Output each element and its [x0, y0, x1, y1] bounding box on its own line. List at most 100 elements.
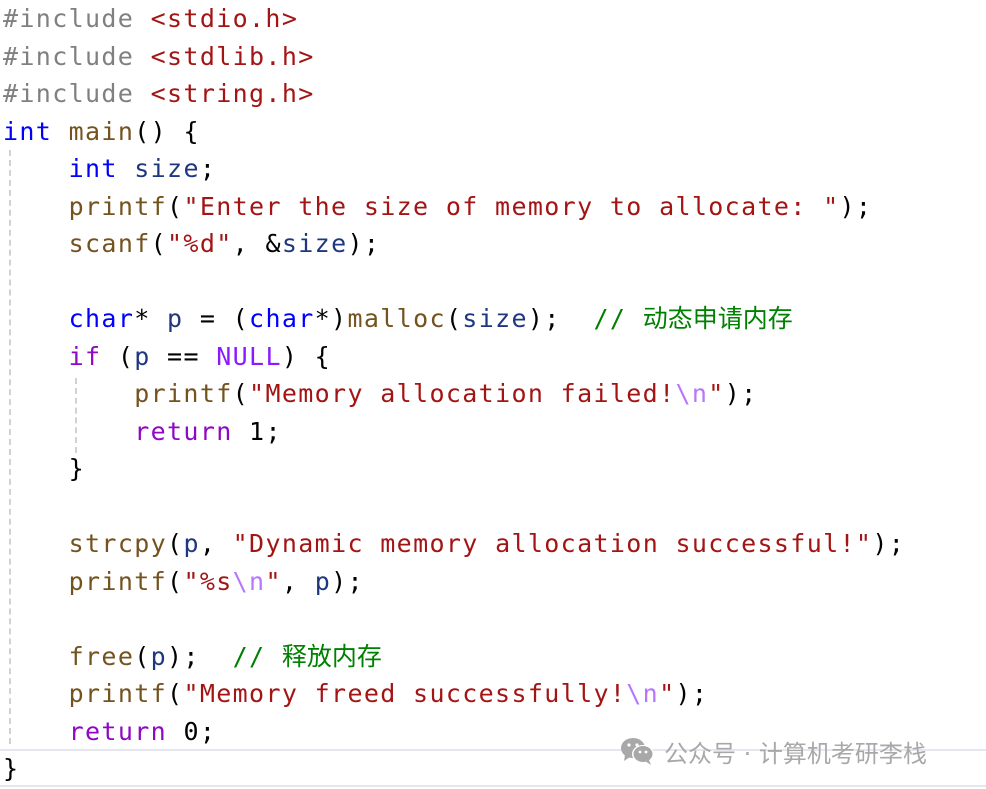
code-line[interactable]: free(p); // 释放内存: [3, 638, 382, 676]
code-token-plain: [3, 192, 69, 221]
code-line[interactable]: printf("%s\n", p);: [3, 563, 364, 601]
code-line[interactable]: }: [3, 750, 19, 788]
code-token-fn: printf: [68, 679, 168, 708]
code-token-pre: #include: [3, 79, 151, 108]
code-token-kw: char: [68, 304, 135, 333]
code-token-esc: \n: [675, 379, 709, 408]
indent-guide-inner: [75, 378, 77, 453]
code-token-kw: int: [68, 154, 118, 183]
code-line[interactable]: #include <stdlib.h>: [3, 38, 315, 76]
code-token-plain: (: [167, 566, 184, 596]
wechat-icon: [620, 736, 656, 766]
code-token-plain: [3, 154, 69, 183]
code-line[interactable]: int size;: [3, 150, 216, 188]
code-token-plain: [233, 417, 249, 446]
code-token-fn: strcpy: [68, 529, 168, 558]
code-token-ctl: if: [68, 341, 102, 371]
code-token-plain: *): [314, 304, 348, 333]
code-token-var: size: [462, 304, 528, 333]
code-line[interactable]: printf("Memory allocation failed!\n");: [3, 375, 758, 413]
code-line[interactable]: int main() {: [3, 113, 200, 151]
code-line[interactable]: #include <string.h>: [3, 75, 315, 113]
code-token-plain: (: [445, 304, 463, 333]
watermark: 公众号 · 计算机考研李栈: [620, 734, 927, 768]
code-token-plain: [3, 417, 134, 446]
code-token-var: p: [150, 641, 168, 671]
code-token-cmt: 动态申请内存: [642, 304, 793, 333]
code-token-str: "Memory freed successfully!: [183, 679, 627, 708]
code-token-num: 1: [249, 416, 266, 446]
code-token-fn: malloc: [347, 304, 446, 333]
code-token-ctl: return: [68, 716, 168, 746]
code-line[interactable]: scanf("%d", &size);: [3, 225, 380, 263]
code-token-str: ": [265, 566, 282, 596]
code-token-plain: [3, 304, 69, 333]
code-token-plain: (: [167, 679, 184, 708]
code-token-plain: }: [3, 454, 86, 483]
code-token-plain: (: [167, 191, 184, 221]
code-token-plain: ;: [265, 416, 282, 446]
code-token-fn: main: [68, 116, 135, 146]
code-token-str: ": [708, 379, 725, 408]
code-token-str: "%s: [183, 566, 233, 596]
code-token-pre: #include: [3, 41, 151, 71]
code-token-plain: [3, 717, 69, 746]
code-line[interactable]: printf("Enter the size of memory to allo…: [3, 188, 872, 226]
code-token-num: 0: [183, 716, 200, 746]
code-token-plain: ,: [281, 566, 315, 596]
code-token-fn: printf: [68, 566, 168, 596]
code-token-plain: [3, 642, 69, 671]
code-token-plain: [3, 379, 134, 408]
code-token-fn: scanf: [68, 229, 151, 258]
code-token-plain: (: [167, 529, 184, 558]
code-token-plain: [3, 679, 69, 708]
code-line[interactable]: strcpy(p, "Dynamic memory allocation suc…: [3, 525, 905, 563]
code-token-plain: ;: [199, 716, 217, 746]
code-token-inc: <stdlib.h>: [150, 41, 315, 71]
code-token-plain: );: [347, 229, 381, 258]
code-line[interactable]: char* p = (char*)malloc(size); // 动态申请内存: [3, 300, 793, 338]
code-token-str: "%d": [167, 229, 233, 258]
code-token-plain: );: [724, 379, 758, 408]
code-token-plain: );: [675, 679, 709, 708]
code-token-pre: #include: [3, 4, 151, 33]
code-token-inc: <string.h>: [150, 79, 315, 108]
code-token-var: p: [167, 304, 184, 333]
code-token-plain: );: [167, 641, 233, 671]
code-token-plain: ;: [199, 154, 217, 183]
code-token-plain: (: [134, 641, 151, 671]
code-token-plain: (: [101, 341, 135, 371]
code-token-str: "Enter the size of memory to allocate: ": [183, 191, 840, 221]
code-token-plain: ) {: [281, 341, 332, 371]
code-token-plain: }: [3, 754, 20, 783]
code-token-plain: [3, 529, 69, 558]
code-line[interactable]: printf("Memory freed successfully!\n");: [3, 675, 708, 713]
code-token-plain: ,: [199, 529, 233, 558]
code-token-plain: *: [134, 304, 168, 333]
code-token-plain: [52, 117, 68, 146]
code-token-plain: [3, 342, 69, 371]
code-token-var: p: [314, 566, 332, 596]
code-token-esc: \n: [232, 566, 266, 596]
code-line[interactable]: }: [3, 450, 85, 488]
code-token-plain: [3, 229, 69, 258]
code-token-fn: printf: [134, 379, 233, 408]
code-line[interactable]: if (p == NULL) {: [3, 338, 331, 376]
code-token-plain: );: [331, 566, 364, 596]
code-token-str: "Memory allocation failed!: [249, 379, 676, 408]
code-token-var: size: [281, 229, 348, 258]
code-line[interactable]: #include <stdio.h>: [3, 0, 298, 38]
current-line-highlight: [0, 749, 986, 787]
code-token-plain: [118, 154, 134, 183]
code-token-plain: (: [150, 229, 168, 258]
code-token-kw: int: [3, 116, 53, 146]
code-token-plain: ==: [150, 341, 217, 371]
code-token-mac: NULL: [216, 341, 282, 371]
code-line[interactable]: return 0;: [3, 713, 216, 751]
code-line[interactable]: return 1;: [3, 413, 282, 451]
code-token-plain: , &: [232, 229, 282, 258]
code-token-plain: = (: [183, 304, 250, 333]
code-token-kw: char: [249, 304, 315, 333]
code-token-plain: () {: [134, 116, 200, 146]
